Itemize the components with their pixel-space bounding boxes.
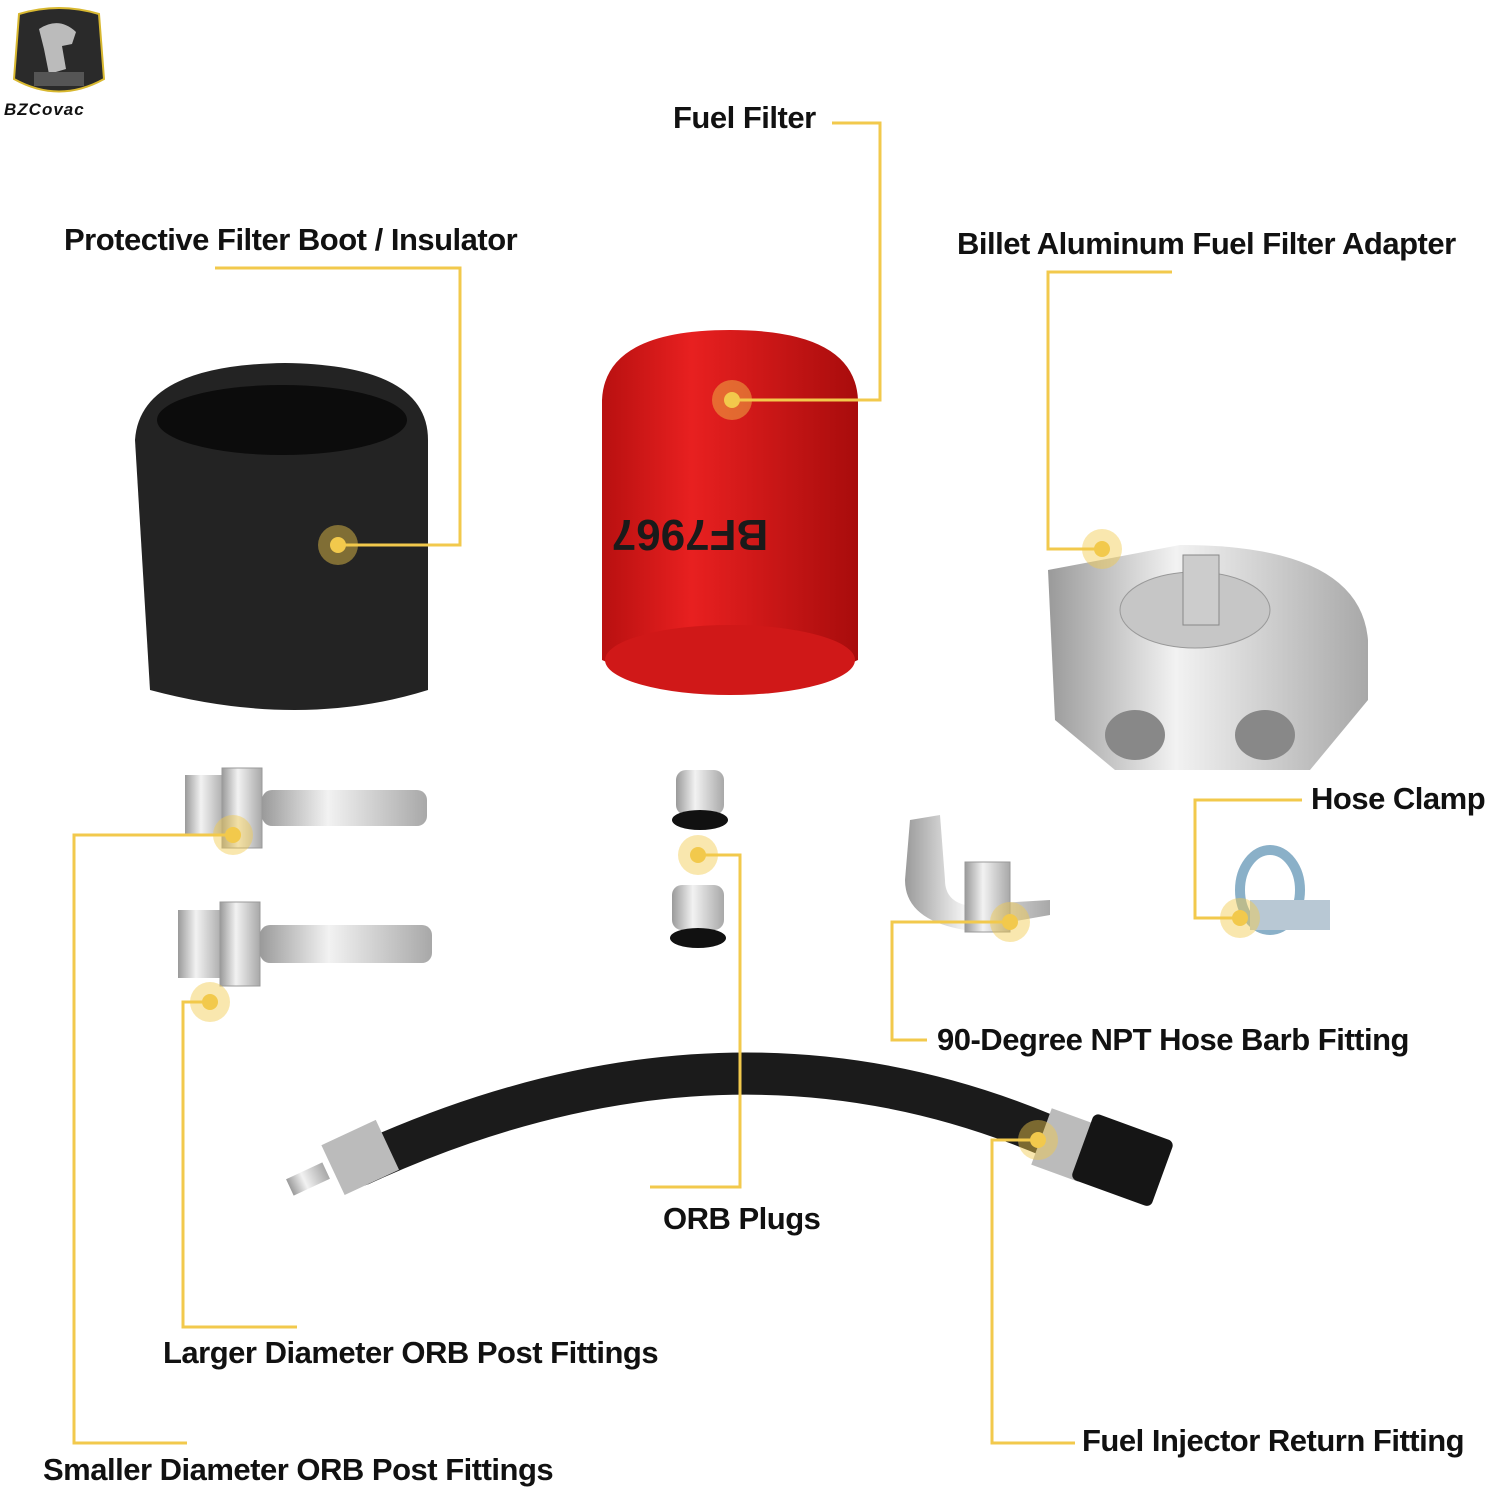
label-filter-boot: Protective Filter Boot / Insulator: [64, 222, 518, 257]
dinosaur-badge-icon: [12, 7, 106, 93]
hose-clamp: [1235, 845, 1330, 935]
label-larger-orb: Larger Diameter ORB Post Fittings: [163, 1335, 659, 1370]
filter-adapter: [1048, 545, 1368, 770]
filter-boot: [135, 363, 428, 710]
label-hose-clamp: Hose Clamp: [1311, 781, 1486, 816]
brand-logo: [4, 4, 114, 119]
hose-barb-fitting: [905, 815, 1050, 933]
brand-name: BZCovac: [4, 100, 85, 119]
fuel-hose: [286, 1052, 1173, 1206]
label-hose-barb: 90-Degree NPT Hose Barb Fitting: [937, 1022, 1409, 1057]
label-filter-adapter: Billet Aluminum Fuel Filter Adapter: [957, 226, 1456, 261]
label-fuel-filter: Fuel Filter: [673, 100, 816, 135]
label-orb-plugs: ORB Plugs: [663, 1201, 821, 1236]
orb-post-fitting-large: [178, 901, 432, 987]
callout-lines: [72, 121, 1302, 1445]
filter-marking: BF7967: [612, 510, 769, 559]
callout-dots: [190, 380, 1260, 1160]
orb-plugs: [670, 770, 728, 948]
label-smaller-orb: Smaller Diameter ORB Post Fittings: [43, 1452, 554, 1487]
label-return-fitting: Fuel Injector Return Fitting: [1082, 1423, 1465, 1458]
orb-post-fitting-small: [185, 767, 427, 849]
fuel-filter: BF7967: [602, 330, 858, 695]
